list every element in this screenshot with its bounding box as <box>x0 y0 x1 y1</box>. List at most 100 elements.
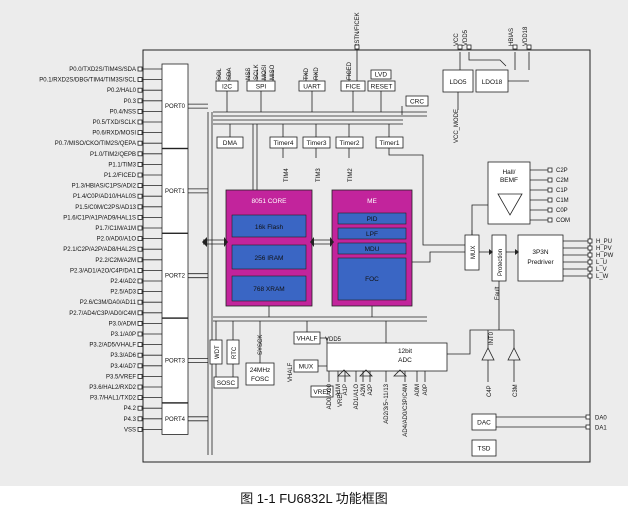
port-block <box>161 63 189 149</box>
output-label: H_PW <box>596 253 614 259</box>
pin-square <box>137 98 143 104</box>
left-pin-label: P2.5/AD3 <box>110 290 136 296</box>
uart-rxd-label: RXD <box>314 67 320 80</box>
comp-c4p-label: C4P <box>487 385 493 397</box>
pin-square <box>137 405 143 411</box>
hall-pin-square <box>547 187 553 193</box>
port-bus-line <box>188 358 208 363</box>
port-bus-line <box>188 273 208 279</box>
pin-square <box>137 172 143 178</box>
output-label: L_W <box>596 274 609 280</box>
vcc-label: VCC <box>454 33 460 46</box>
sosc-block <box>213 376 239 389</box>
i2c-scl-label: SCL <box>217 68 223 80</box>
crc-label: CRC <box>410 99 424 106</box>
left-pin-label: P2.2/C2M/A2M <box>95 258 136 264</box>
timer2-block <box>335 136 364 149</box>
adc-label-b: ADC <box>398 357 412 364</box>
crc-block <box>405 95 429 107</box>
mux2-label: MUX <box>299 364 314 371</box>
pin-square <box>137 257 143 263</box>
tim2-label: TIM2 <box>348 168 354 182</box>
output-pin-square <box>587 266 593 272</box>
adc-block <box>326 342 448 372</box>
hbias-label: HBIAS <box>509 28 515 46</box>
pin-square <box>137 352 143 358</box>
pin-square <box>137 267 143 273</box>
adc-input-label: A1M <box>336 384 342 396</box>
mdu-label: MDU <box>365 246 380 253</box>
pin-square <box>137 109 143 114</box>
timer3-block <box>302 136 331 149</box>
port-label: PORT1 <box>165 189 186 195</box>
hall-pin-square <box>547 177 553 183</box>
port-label: PORT4 <box>165 417 186 423</box>
flash-block <box>231 214 307 238</box>
left-pin-label: P3.7/HAL1/TXD2 <box>90 396 137 402</box>
hall-input-label: C0P <box>556 208 568 214</box>
left-pin-label: P1.7/C1M/A1M <box>95 226 136 232</box>
output-pin-square <box>587 273 593 279</box>
left-pin-label: P1.1/TIM3 <box>108 162 136 168</box>
lpf-label: LPF <box>366 231 378 238</box>
output-label: H_PU <box>596 239 612 245</box>
predriver-label-b: Predriver <box>527 259 554 266</box>
tsd-label: TSD <box>478 446 491 453</box>
adc-input-label: A1P <box>343 384 349 395</box>
protection-label: Protection <box>498 249 504 276</box>
adc-input-label: A0M <box>415 384 421 396</box>
dac-out-da1-label: DA1 <box>595 426 607 432</box>
vref-vert-label: VREF <box>338 391 344 407</box>
pin-square <box>137 289 143 295</box>
pin-square <box>137 299 143 305</box>
left-pin-label: P2.6/C3M/DA0/AD11 <box>80 300 137 306</box>
output-pin-square <box>587 252 593 258</box>
sysck-label: SYSCK <box>258 335 264 355</box>
wdt-label: WDT <box>215 345 221 359</box>
port-bus-line <box>188 188 208 194</box>
left-pin-label: P1.6/C1P/A1P/AD9/HAL1S <box>63 215 136 221</box>
reset-block <box>367 80 396 92</box>
i2c-label: I2C <box>222 84 232 91</box>
output-pin-square <box>587 259 593 265</box>
ldo18-label: LDO18 <box>482 79 503 86</box>
vref-block <box>310 385 334 398</box>
vref-label: VREF <box>313 389 330 396</box>
dac-out-da0-label: DA0 <box>595 416 607 422</box>
hall-pin-square <box>547 167 553 173</box>
pin-square <box>137 161 143 167</box>
left-pin-label: P1.2/FICED <box>104 173 137 179</box>
left-pin-label: P0.0/TXD2S/TIM4S/SDA <box>69 67 136 73</box>
ficed-label: FICED <box>347 61 353 80</box>
left-pin-label: P0.5/TXD/SCLK <box>93 120 136 126</box>
pin-square <box>137 66 143 72</box>
vhalf-vert-label: VHALF <box>288 362 294 382</box>
iram-label: 256 IRAM <box>255 255 284 262</box>
pin-square <box>137 193 143 199</box>
port-block <box>161 233 189 319</box>
pin-square <box>137 246 143 252</box>
hall-label-a: Hall/ <box>502 169 515 176</box>
i2c-sda-label: SDA <box>227 68 233 80</box>
mux-label: MUX <box>471 246 477 259</box>
port-block <box>161 402 189 435</box>
left-pin-label: P2.7/AD4/C3P/AD0/C4M <box>69 311 136 317</box>
tim3-label: TIM3 <box>316 168 322 182</box>
dac-label: DAC <box>477 420 491 427</box>
left-pin-label: P3.1/A0P <box>111 332 136 338</box>
hall-input-label: C2M <box>556 178 569 184</box>
pin-square <box>137 278 143 284</box>
fice-label: FICE <box>346 84 361 91</box>
adc-label-a: 12bit <box>398 348 412 355</box>
int0-label: INT0 <box>489 331 495 345</box>
adc-input-label: AD4/AD0/C3P/C4M <box>403 384 409 437</box>
flash-label: 16k Flash <box>255 224 284 231</box>
pin-square <box>137 236 143 242</box>
adc-input-label: AD0/AO0 <box>327 383 333 409</box>
left-pin-label: P4.2 <box>124 406 137 412</box>
dma-label: DMA <box>223 140 238 147</box>
fosc-label-b: FOSC <box>251 376 269 383</box>
timer1-label: Timer1 <box>380 140 400 147</box>
